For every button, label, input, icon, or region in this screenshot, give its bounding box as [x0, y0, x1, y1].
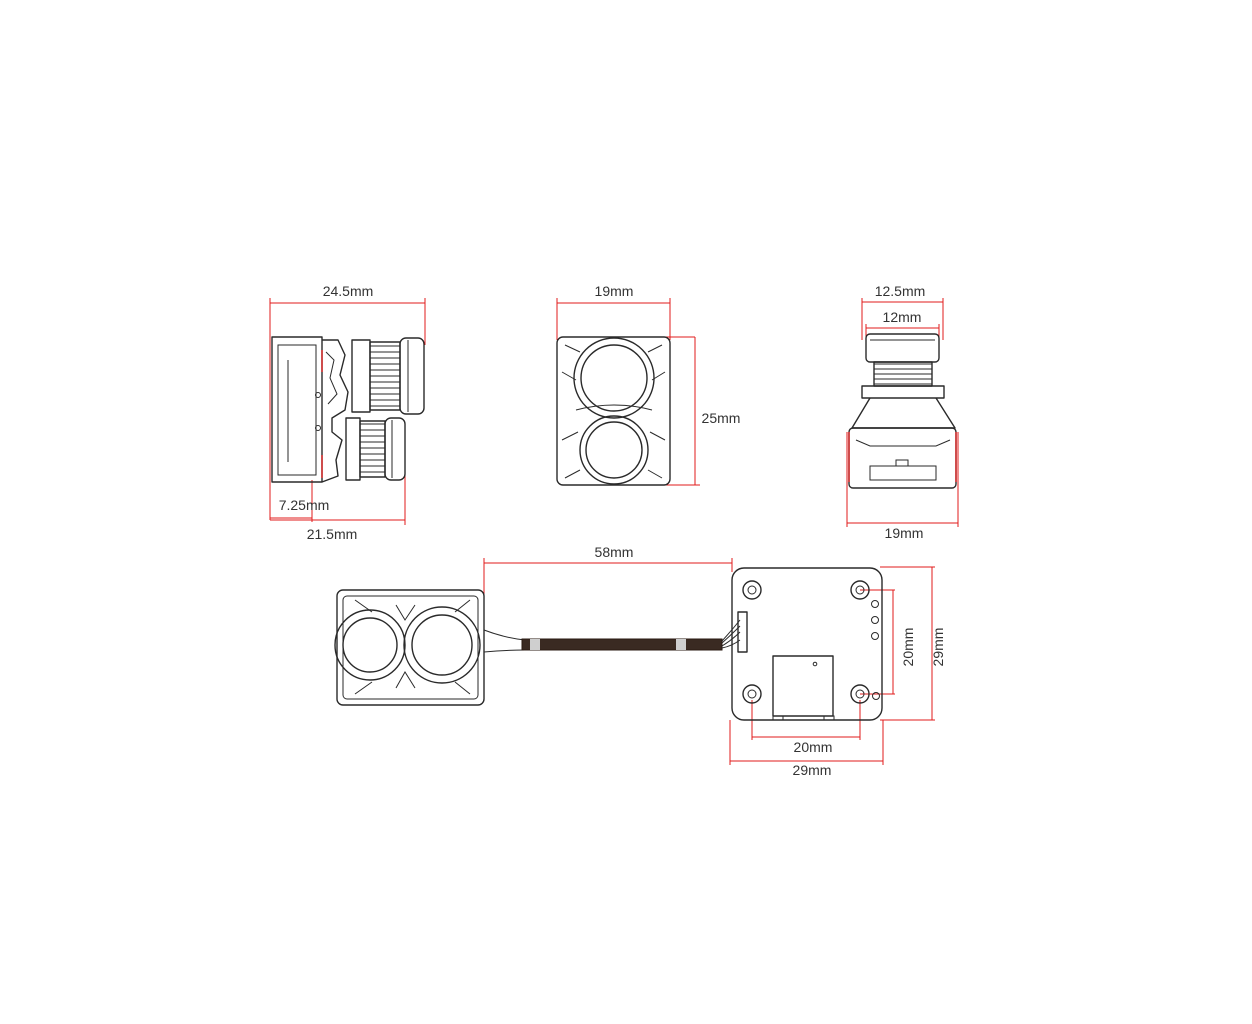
- front-width-label: 19mm: [595, 283, 634, 299]
- top-dimension-lines: [846, 298, 959, 527]
- side-dimension-lines: [269, 298, 426, 525]
- side-lower-thread: [360, 423, 385, 473]
- side-upper-thread: [370, 345, 400, 407]
- board-hole-spacing-v-label: 20mm: [900, 628, 916, 667]
- side-view: 24.5mm 7.25mm 21.5mm: [269, 283, 426, 542]
- top-view: 12.5mm 12mm 19mm: [846, 283, 959, 541]
- side-base-label: 21.5mm: [307, 526, 358, 542]
- board-hole-spacing-h-label: 20mm: [794, 739, 833, 755]
- front-height-label: 25mm: [702, 410, 741, 426]
- front-dimension-lines: [556, 298, 700, 486]
- side-depth-label: 24.5mm: [323, 283, 374, 299]
- board-width-label: 29mm: [793, 762, 832, 778]
- top-body-width-label: 19mm: [885, 525, 924, 541]
- top-thread: [874, 363, 932, 385]
- assembly-dimension-lines: [483, 558, 935, 765]
- front-view: 19mm 25mm: [556, 283, 741, 486]
- board-height-label: 29mm: [930, 628, 946, 667]
- top-lens-outer-label: 12.5mm: [875, 283, 926, 299]
- side-offset-label: 7.25mm: [279, 497, 330, 513]
- assembly-view: 58mm 20mm 29mm 20mm 29mm: [334, 544, 946, 778]
- top-lens-inner-label: 12mm: [883, 309, 922, 325]
- cable-length-label: 58mm: [595, 544, 634, 560]
